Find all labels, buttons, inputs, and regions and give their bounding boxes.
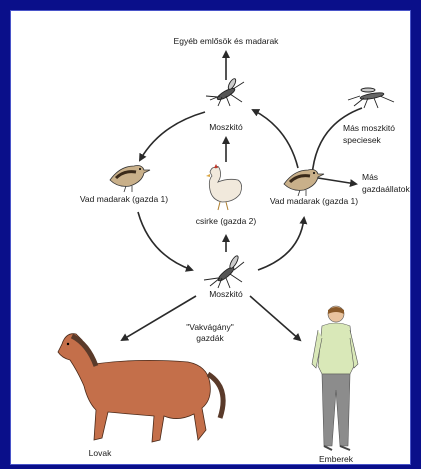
mosquito-icon: [348, 88, 394, 108]
bird-icon: [110, 166, 150, 193]
bird-icon: [284, 170, 324, 197]
label-wild-birds-left: Vad madarak (gazda 1): [80, 194, 168, 204]
label-humans: Emberek: [319, 454, 354, 464]
label-other-mammals-birds: Egyéb emlősök és madarak: [174, 36, 280, 46]
horse-icon: [58, 334, 223, 442]
label-chicken: csirke (gazda 2): [196, 216, 257, 226]
arrow-mosquito-to-right-birds: [258, 218, 304, 270]
label-other-hosts-2: gazdaállatok: [362, 184, 410, 194]
arrow-mosquito-to-humans: [250, 296, 300, 340]
label-deadend-2: gazdák: [196, 333, 224, 343]
arrow-to-other-hosts: [318, 178, 356, 184]
label-horses: Lovak: [89, 448, 112, 458]
label-other-mosquito-species-2: speciesek: [343, 135, 382, 145]
label-mosquito-top: Moszkitó: [209, 122, 243, 132]
mosquito-icon: [204, 255, 244, 288]
mosquito-icon: [206, 78, 244, 106]
human-icon: [312, 306, 358, 450]
label-mosquito-bottom: Moszkitó: [209, 289, 243, 299]
chicken-icon: [206, 164, 242, 210]
arrow-left-birds-to-mosquito: [138, 212, 192, 270]
label-wild-birds-right: Vad madarak (gazda 1): [270, 196, 358, 206]
label-other-mosquito-species-1: Más moszkitó: [343, 123, 395, 133]
arrow-mosquito-to-horses: [122, 296, 196, 340]
label-other-hosts-1: Más: [362, 172, 378, 182]
arrow-mosquito-to-left-birds: [140, 112, 205, 160]
label-deadend-1: "Vakvágány": [186, 322, 233, 332]
arrow-right-birds-to-mosquito: [253, 110, 298, 168]
